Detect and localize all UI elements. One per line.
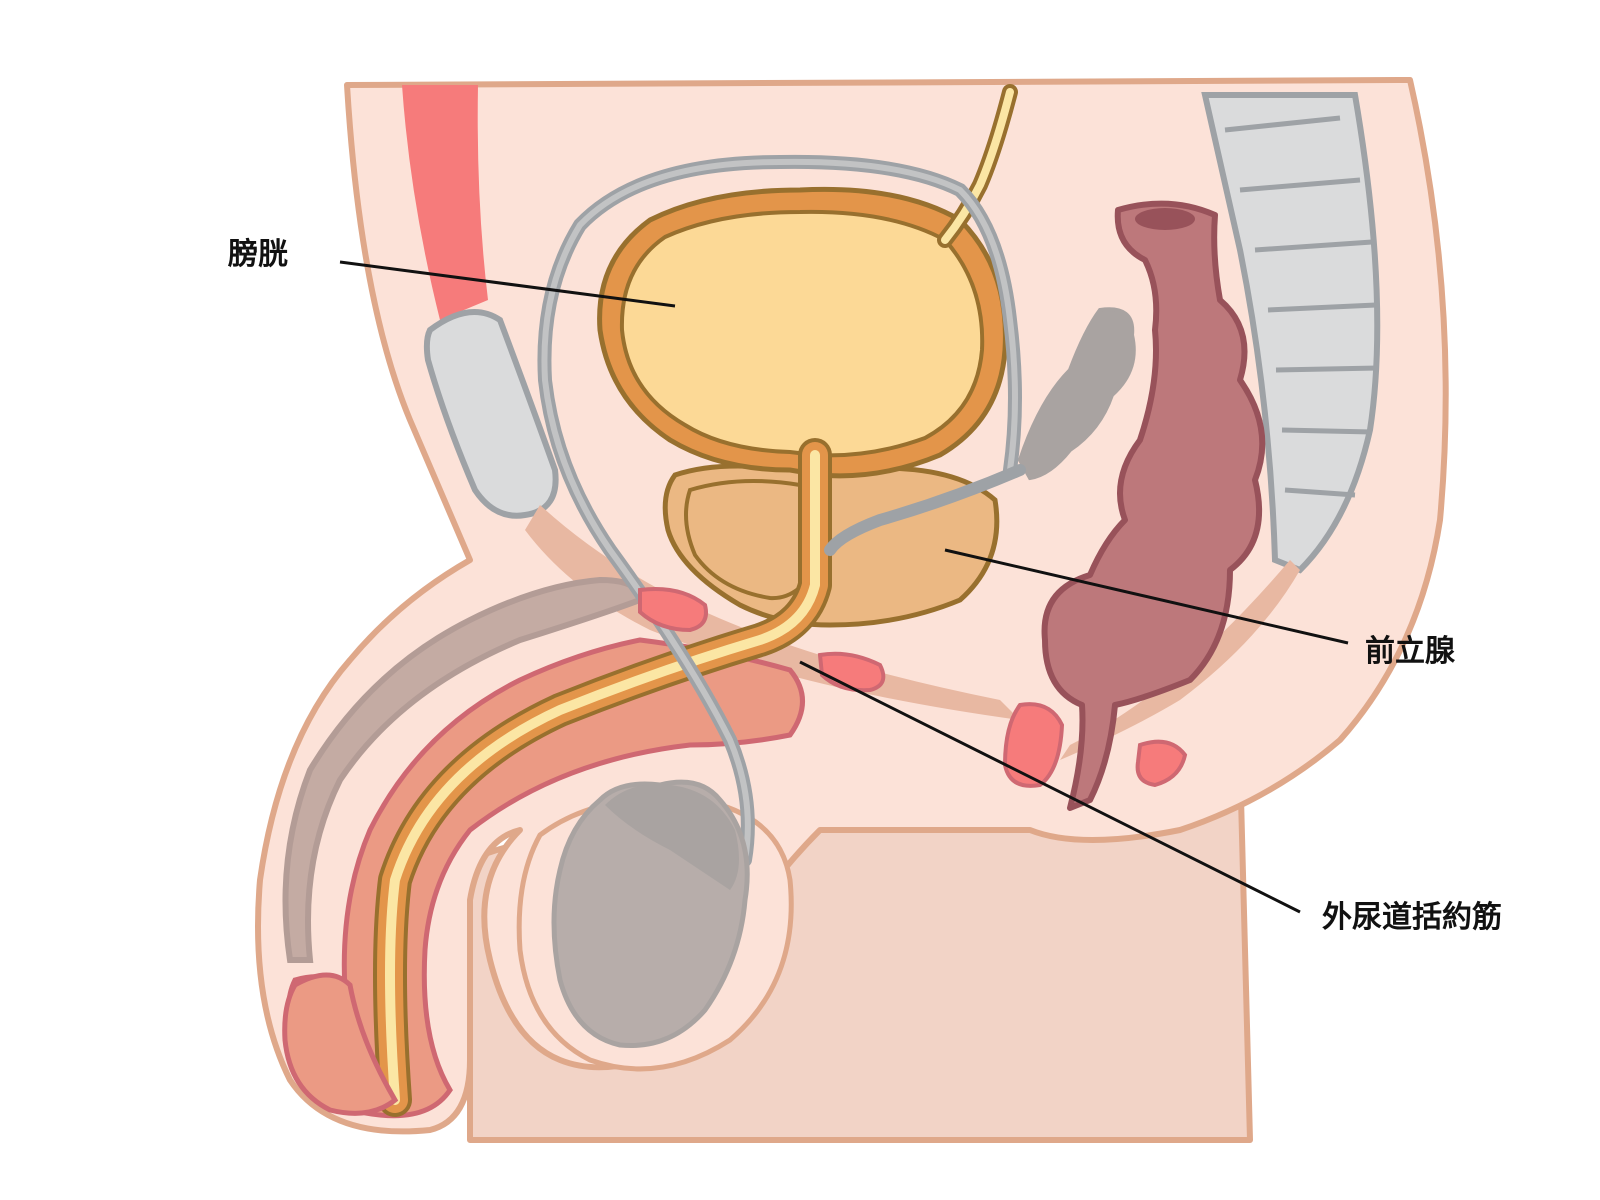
rectum-lumen <box>1135 208 1195 230</box>
prostate-inner-lobe <box>684 479 823 601</box>
label-prostate: 前立腺 <box>1365 634 1455 669</box>
bladder <box>619 209 985 458</box>
leader-line-sphincter <box>799 660 1301 914</box>
sacrum <box>1201 92 1381 574</box>
epididymis <box>605 784 739 890</box>
pelvic-floor <box>525 505 1020 720</box>
penile-bulb <box>638 587 708 633</box>
ureter-inner <box>941 88 1014 244</box>
rectus-muscle <box>402 85 488 320</box>
glans <box>282 972 399 1116</box>
label-external-urethral-sphincter: 外尿道括約筋 <box>1322 900 1502 935</box>
seminal-vesicle <box>1017 307 1136 481</box>
urethra <box>385 450 820 1105</box>
leader-line-prostate <box>944 548 1349 645</box>
label-bladder: 膀胱 <box>228 237 288 272</box>
rectum <box>1041 200 1266 811</box>
anal-sphincter-front <box>1002 702 1065 788</box>
anal-sphincter-back <box>1135 739 1188 788</box>
penis-shaft <box>286 637 805 1119</box>
vas-deferens-inner <box>541 158 1018 863</box>
corpus-cavernosum <box>282 576 644 963</box>
pubic-bone <box>423 309 559 519</box>
leader-line-bladder <box>339 260 676 308</box>
vertebra-lines <box>1224 115 1379 498</box>
ejaculatory-duct <box>824 464 1026 556</box>
